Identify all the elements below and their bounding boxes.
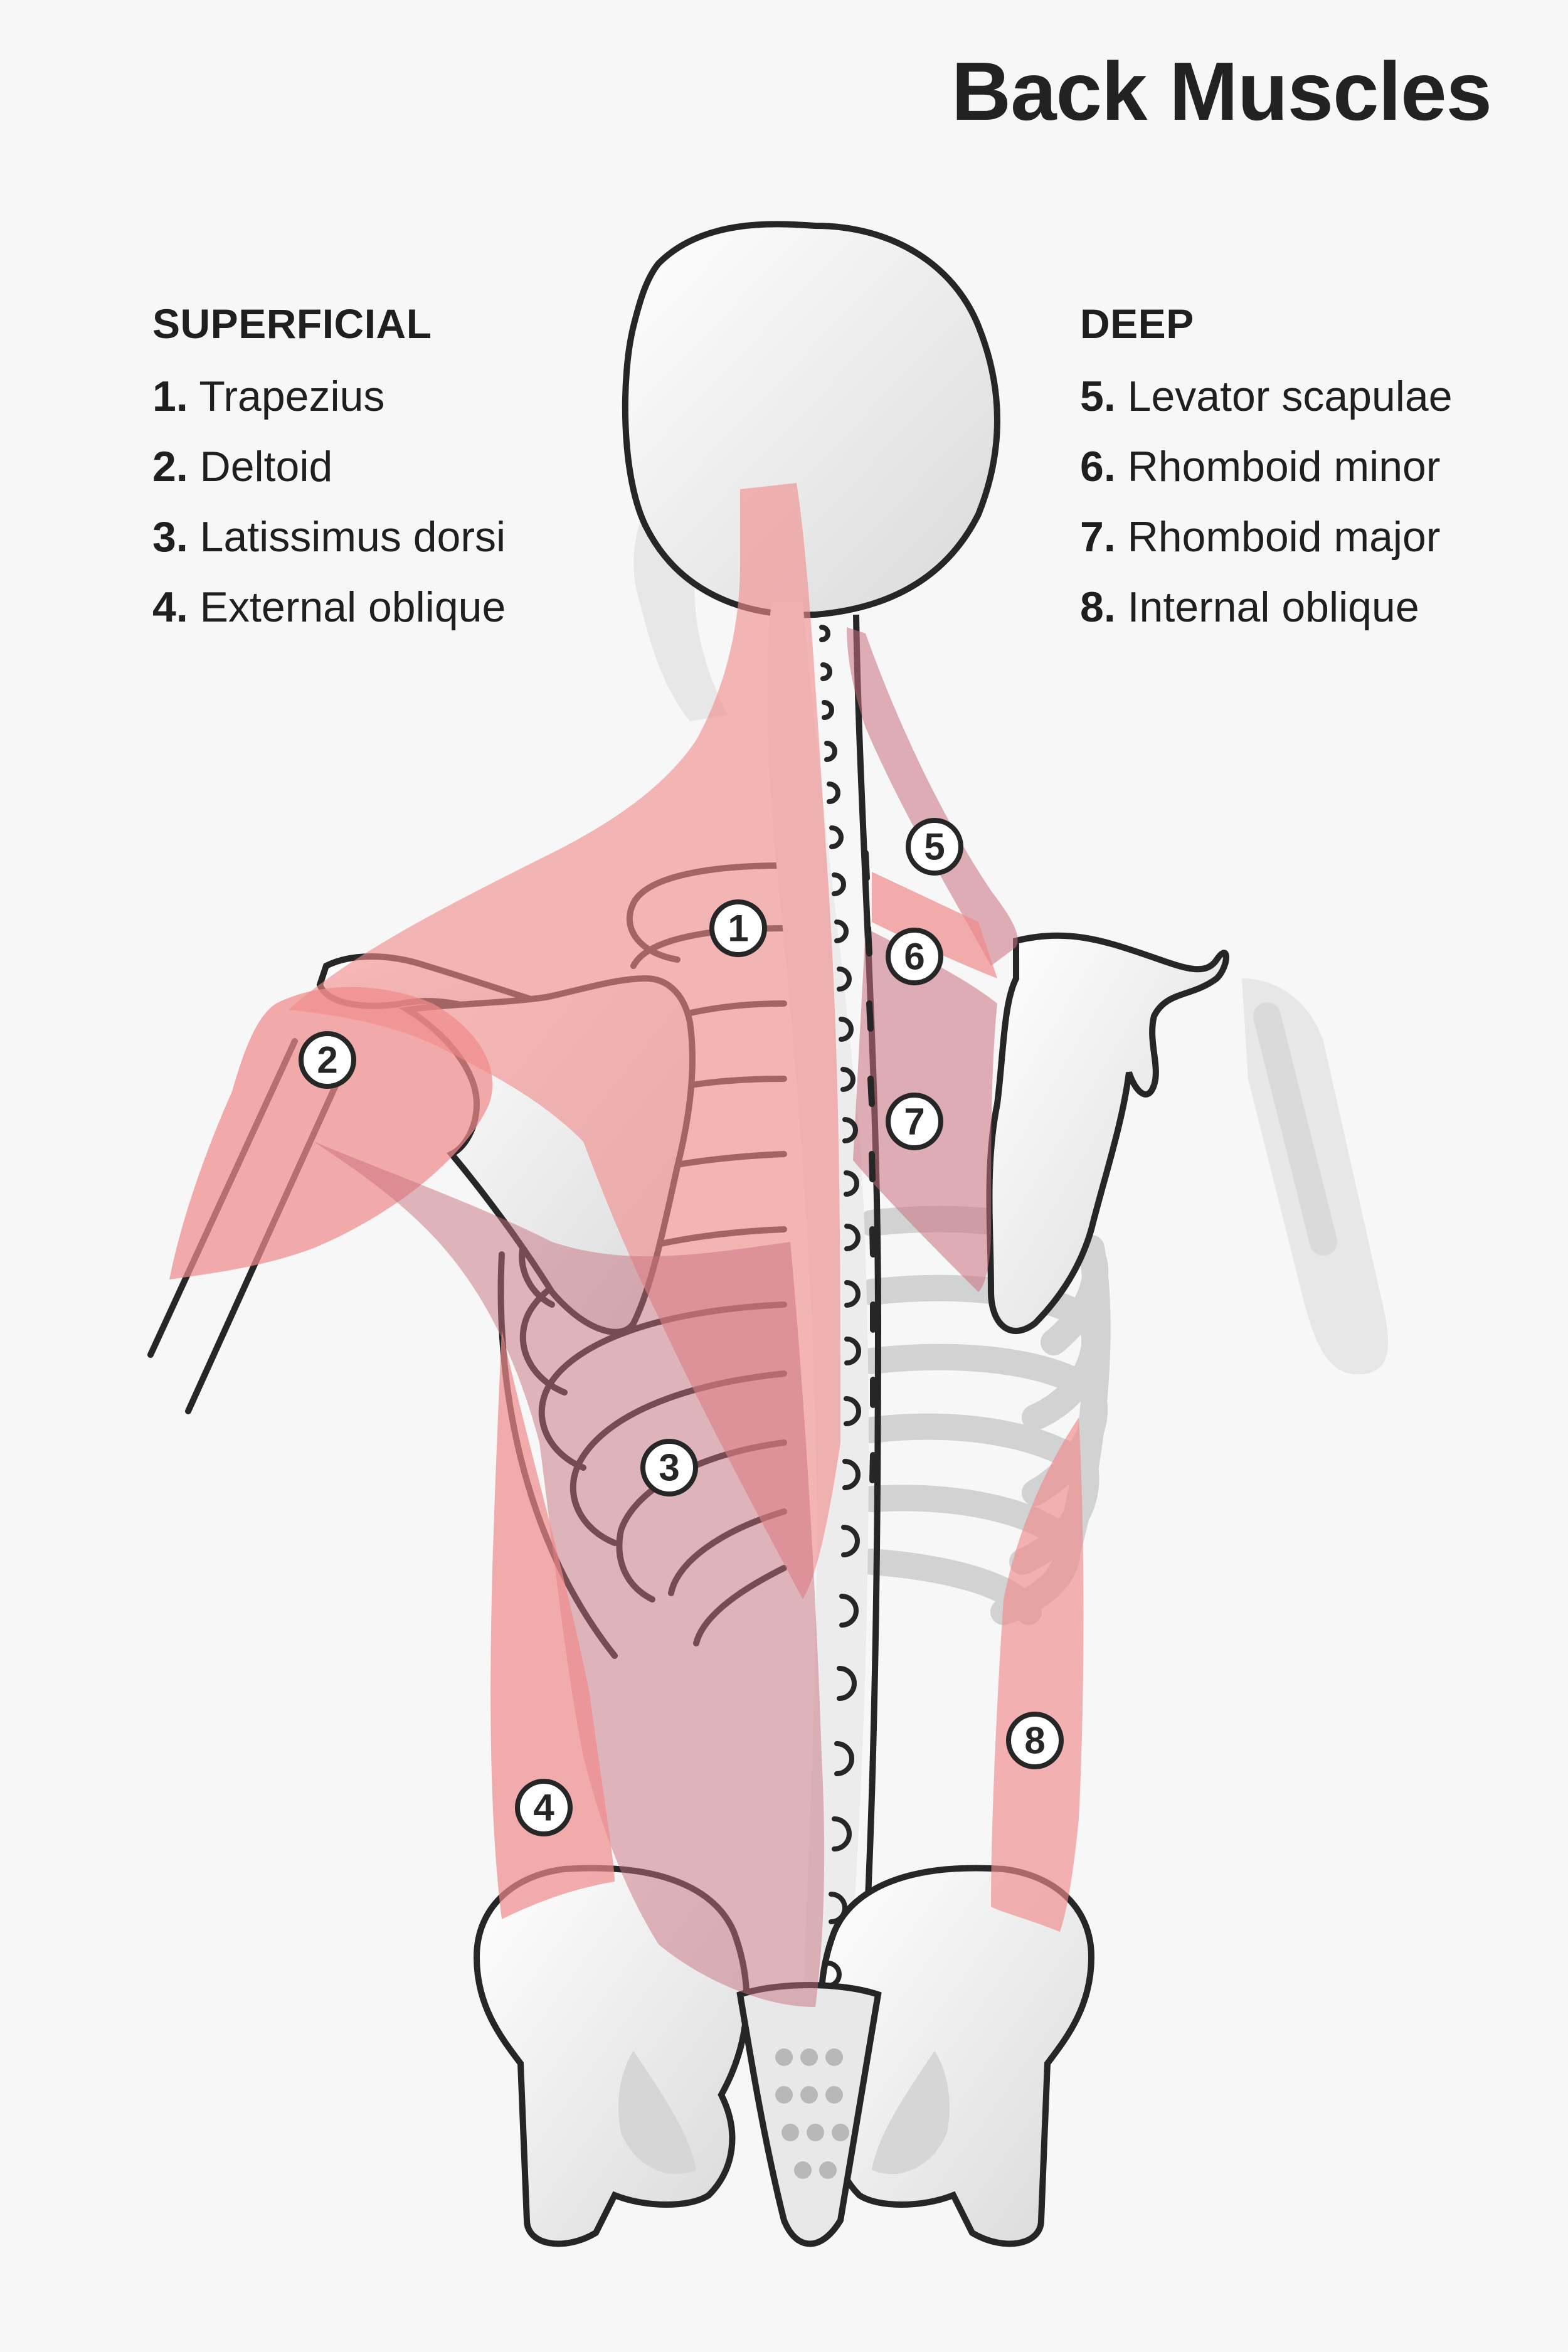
- legend-item-trapezius: 1. Trapezius: [152, 373, 385, 420]
- vertebrae: [819, 625, 861, 1988]
- sacrum-foramina: [775, 2048, 849, 2179]
- legend-heading-deep: DEEP: [1080, 300, 1194, 347]
- page-title: Back Muscles: [951, 45, 1492, 137]
- svg-text:8: 8: [1024, 1720, 1045, 1762]
- badge-8: 8: [1006, 1712, 1064, 1769]
- muscle-rhomboid-minor: [872, 872, 997, 978]
- legend-heading-superficial: SUPERFICIAL: [152, 300, 432, 347]
- muscle-external-oblique: [490, 1330, 615, 1919]
- muscle-levator-scapulae: [847, 627, 1018, 966]
- pelvis: [473, 1865, 1095, 2247]
- legend-superficial: SUPERFICIAL 1. Trapezius 2. Deltoid 3. L…: [152, 300, 506, 642]
- badge-6: 6: [886, 928, 943, 985]
- badge-1: 1: [709, 899, 767, 957]
- legend-item-latissimus-dorsi: 3. Latissimus dorsi: [152, 513, 506, 561]
- muscle-deltoid: [169, 987, 493, 1279]
- svg-text:1: 1: [728, 908, 748, 950]
- legend-item-external-oblique: 4. External oblique: [152, 583, 506, 631]
- badge-2: 2: [299, 1031, 356, 1089]
- muscle-internal-oblique: [991, 1417, 1084, 1932]
- svg-text:3: 3: [659, 1447, 679, 1489]
- svg-text:4: 4: [533, 1787, 554, 1829]
- legend-item-deltoid: 2. Deltoid: [152, 443, 333, 490]
- svg-text:2: 2: [317, 1039, 337, 1081]
- legend-item-rhomboid-minor: 6. Rhomboid minor: [1080, 443, 1441, 490]
- legend-item-internal-oblique: 8. Internal oblique: [1080, 583, 1419, 631]
- badge-3: 3: [640, 1439, 698, 1496]
- skull: [622, 221, 1000, 618]
- right-arm-ghost: [1253, 1002, 1337, 1256]
- svg-text:6: 6: [904, 936, 924, 978]
- legend-deep: DEEP 5. Levator scapulae 6. Rhomboid min…: [1080, 300, 1453, 642]
- badge-7: 7: [886, 1093, 943, 1150]
- muscle-latissimus-dorsi: [314, 1142, 825, 2007]
- legend-item-levator-scapulae: 5. Levator scapulae: [1080, 373, 1453, 420]
- svg-text:7: 7: [904, 1101, 924, 1143]
- badge-4: 4: [515, 1779, 573, 1836]
- spine-dashes: [862, 850, 876, 1483]
- svg-text:5: 5: [924, 826, 945, 868]
- legend-item-rhomboid-major: 7. Rhomboid major: [1080, 513, 1441, 561]
- badge-5: 5: [906, 818, 963, 876]
